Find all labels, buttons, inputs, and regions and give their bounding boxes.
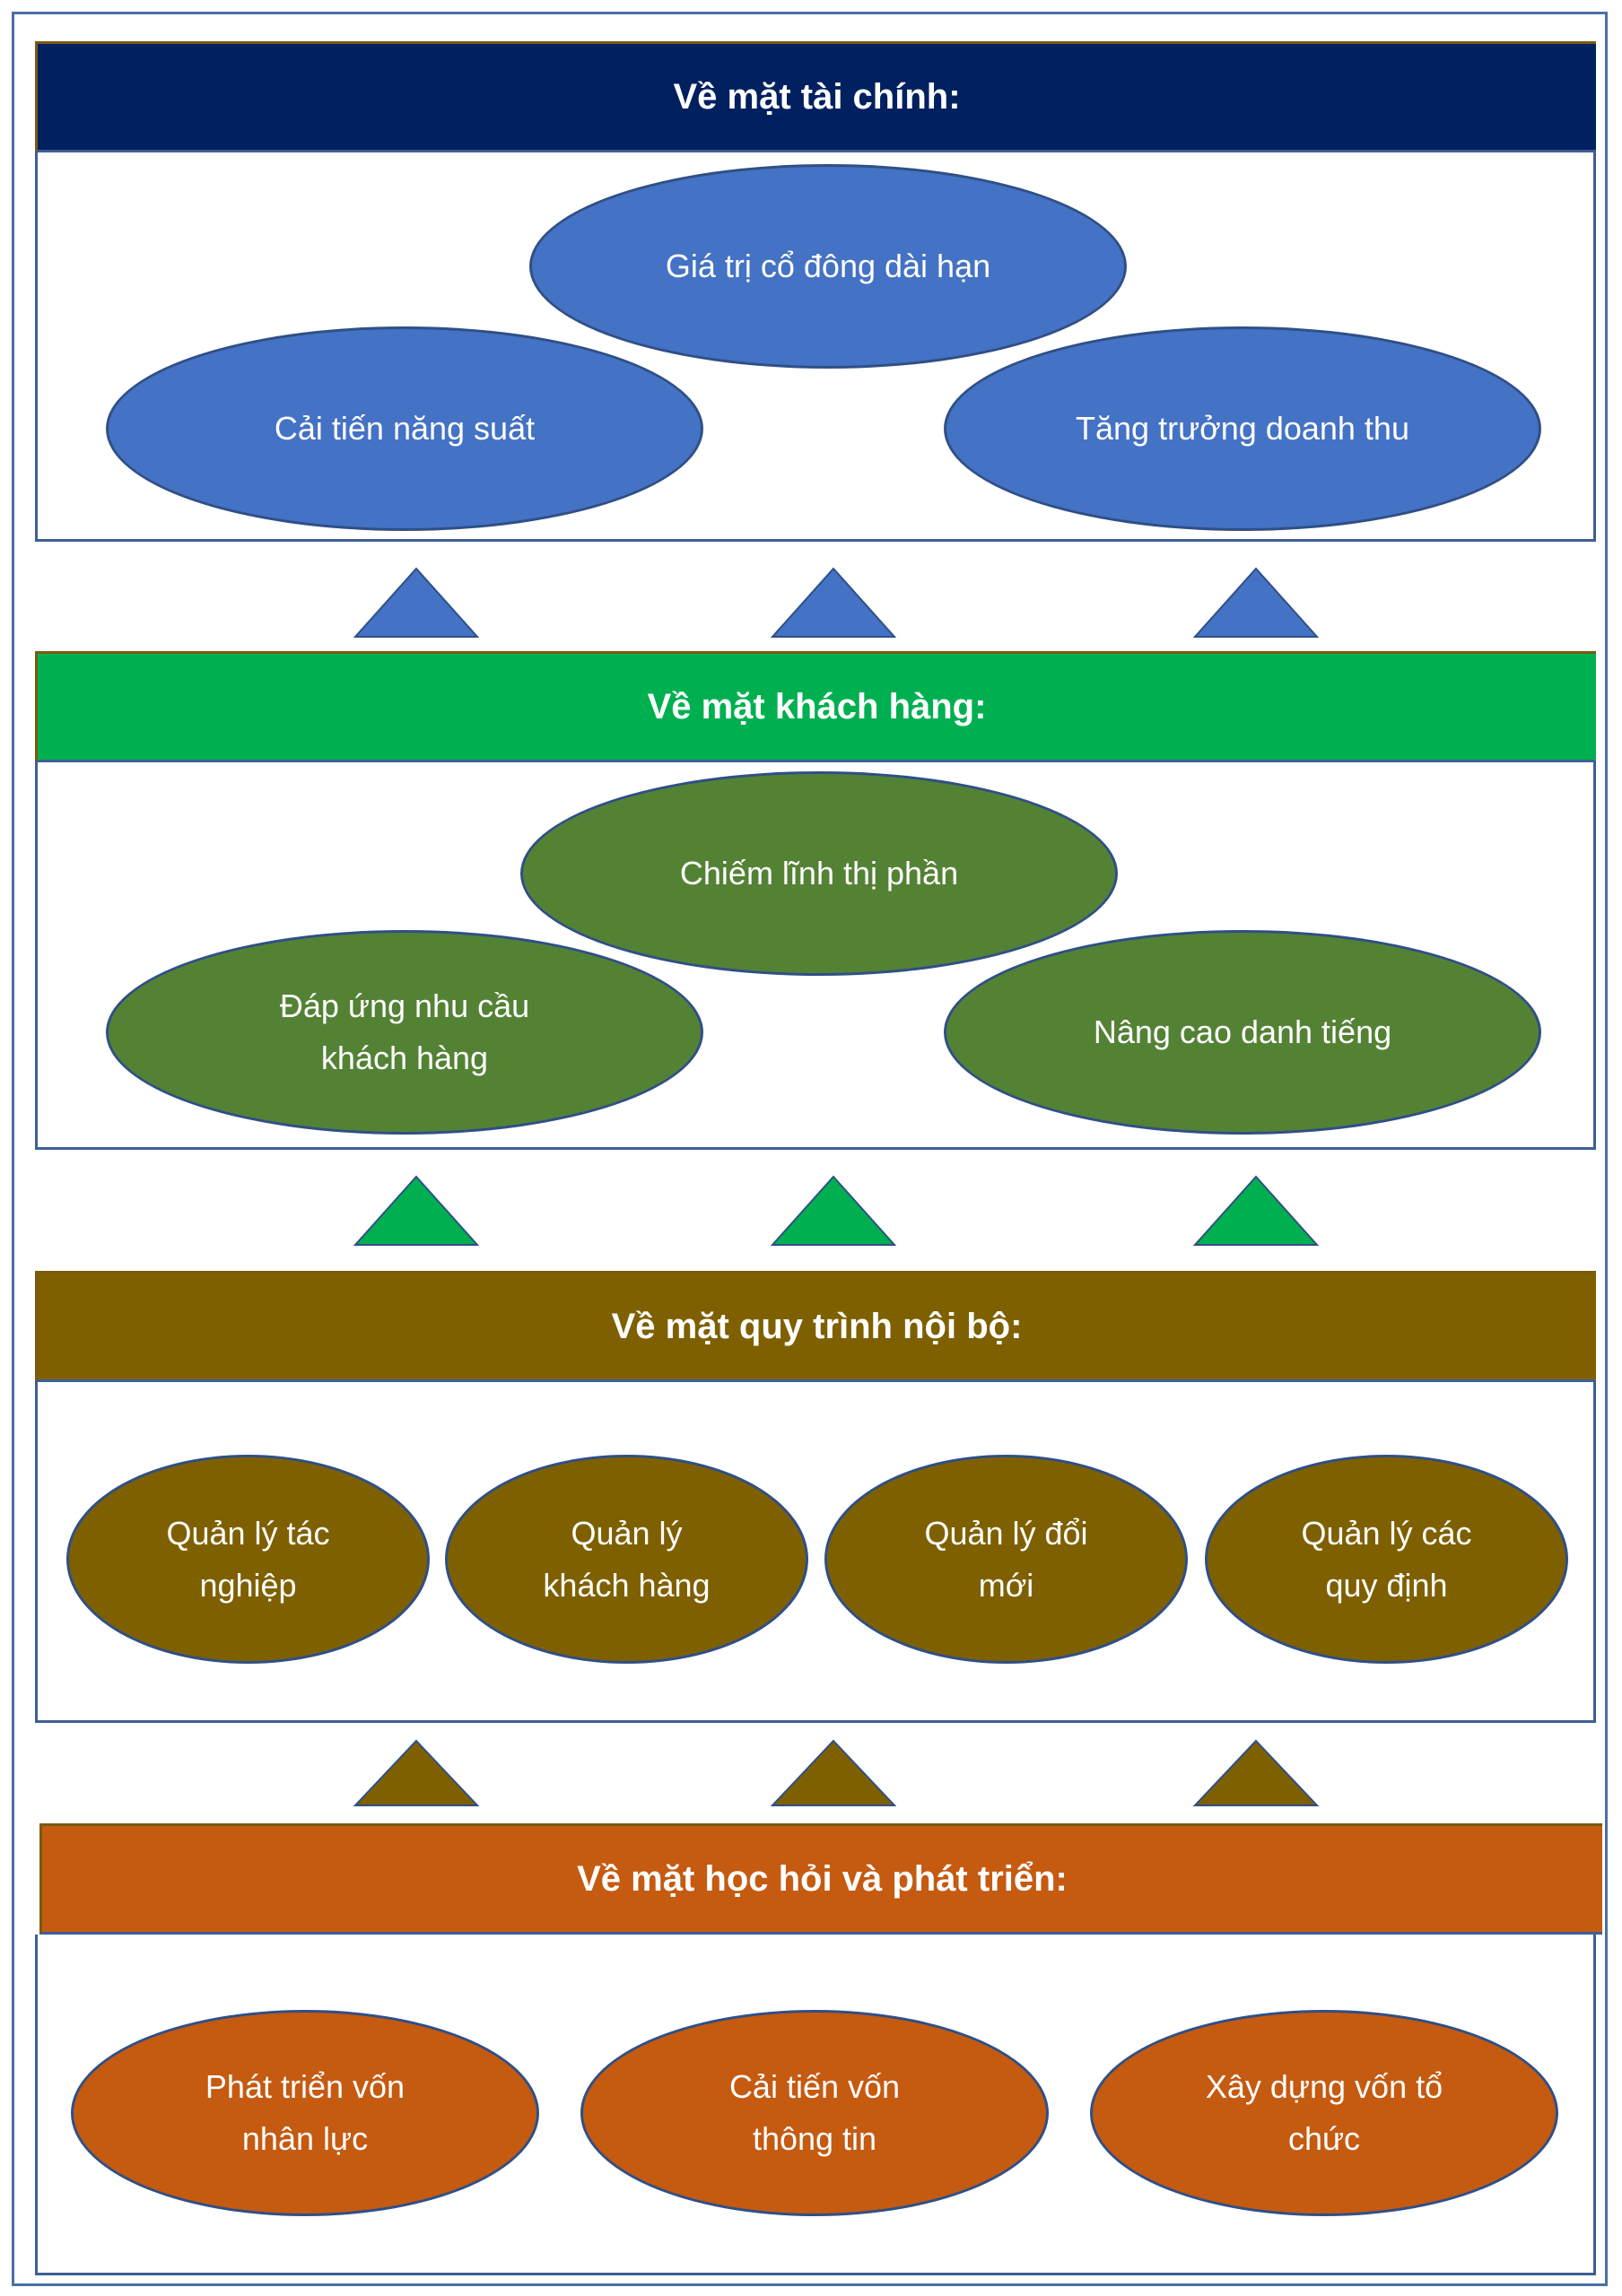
financial-item-label: Cải tiến năng suất [274,410,536,448]
financial-item-shareholder-value: Giá trị cổ đông dài hạn [529,164,1127,369]
internal-item-label: Quản lý đổi mới [924,1514,1088,1604]
diagram-frame [12,12,1608,2286]
up-triangle-icon [1193,1739,1319,1806]
learning-item-organization-capital: Xây dựng vốn tổ chức [1090,2010,1558,2216]
learning-item-label: Cải tiến vốn thông tin [728,2068,901,2157]
learning-item-label: Phát triển vốn nhân lực [205,2068,406,2157]
up-triangle-icon [353,1739,479,1806]
financial-title: Về mặt tài chính: [673,76,961,117]
customer-title: Về mặt khách hàng: [647,686,987,726]
up-triangle-icon [771,1739,896,1806]
customer-item-label: Đáp ứng nhu cầu khách hàng [279,987,530,1076]
learning-growth-title: Về mặt học hỏi và phát triển: [577,1858,1068,1899]
learning-item-information-capital: Cải tiến vốn thông tin [580,2010,1049,2216]
internal-process-title: Về mặt quy trình nội bộ: [611,1306,1023,1346]
up-triangle-icon [1193,1175,1319,1246]
customer-header: Về mặt khách hàng: [35,651,1596,762]
financial-item-revenue-growth: Tăng trưởng doanh thu [944,326,1541,531]
internal-item-regulations: Quản lý các quy định [1205,1455,1568,1664]
up-triangle-icon [353,1175,479,1246]
customer-item-label: Nâng cao danh tiếng [1093,1013,1392,1051]
financial-header: Về mặt tài chính: [35,41,1596,152]
internal-item-innovation: Quản lý đổi mới [824,1455,1188,1664]
internal-item-label: Quản lý các quy định [1301,1514,1472,1604]
internal-item-label: Quản lý khách hàng [543,1514,711,1604]
financial-item-productivity: Cải tiến năng suất [106,326,703,531]
learning-item-human-capital: Phát triển vốn nhân lực [71,2010,539,2216]
financial-item-label: Giá trị cổ đông dài hạn [665,248,991,285]
customer-item-reputation: Nâng cao danh tiếng [944,930,1541,1135]
learning-item-label: Xây dựng vốn tổ chức [1205,2068,1443,2157]
customer-item-label: Chiếm lĩnh thị phần [679,855,959,892]
up-triangle-icon [771,1175,896,1246]
up-triangle-icon [353,567,479,638]
internal-item-operations: Quản lý tác nghiệp [66,1455,430,1664]
internal-item-label: Quản lý tác nghiệp [166,1514,330,1604]
internal-item-customer-management: Quản lý khách hàng [445,1455,808,1664]
learning-growth-header: Về mặt học hỏi và phát triển: [39,1823,1602,1935]
up-triangle-icon [771,567,896,638]
customer-item-customer-needs: Đáp ứng nhu cầu khách hàng [106,930,703,1135]
financial-item-label: Tăng trưởng doanh thu [1076,410,1409,448]
internal-process-header: Về mặt quy trình nội bộ: [35,1271,1596,1382]
customer-item-market-share: Chiếm lĩnh thị phần [520,771,1118,976]
up-triangle-icon [1193,567,1319,638]
